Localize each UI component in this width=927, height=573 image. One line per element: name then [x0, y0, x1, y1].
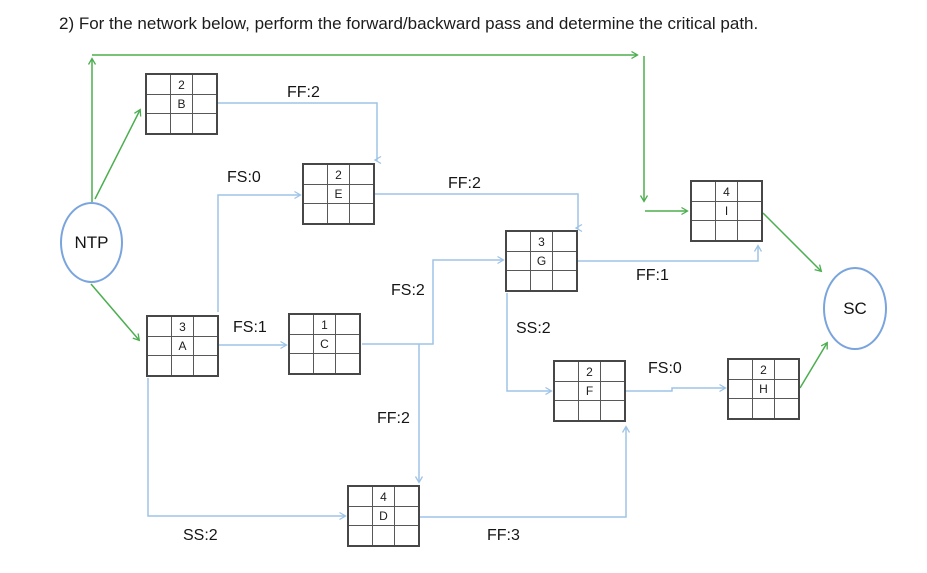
- node-letter: E: [334, 186, 343, 201]
- node-letter: D: [379, 508, 388, 523]
- connector-e-g: [375, 193, 583, 233]
- node-letter: I: [724, 203, 729, 218]
- edge-label-c-g: FS:2: [391, 282, 425, 299]
- edge-label-f-h: FS:0: [648, 360, 682, 377]
- edge-label-c-d: FF:2: [377, 410, 410, 427]
- activity-node-d: 4 D: [347, 485, 420, 547]
- activity-node-c: 1 C: [288, 313, 361, 375]
- node-duration: 3: [538, 234, 545, 249]
- connector-g-f: [506, 293, 553, 396]
- node-duration: 1: [321, 317, 328, 332]
- arrow-i-sc: [762, 212, 823, 273]
- edge-label-g-f: SS:2: [516, 320, 551, 337]
- arrow-ntp-a: [90, 283, 141, 342]
- start-node-label: NTP: [74, 232, 109, 252]
- node-duration: 2: [335, 167, 342, 182]
- activity-node-a: 3 A: [146, 315, 219, 377]
- activity-node-i: 4 I: [690, 180, 763, 242]
- connector-b-e: [218, 102, 382, 165]
- node-letter: F: [585, 383, 594, 398]
- node-duration: 4: [380, 489, 387, 504]
- edge-label-e-g: FF:2: [448, 175, 481, 192]
- node-letter: H: [759, 381, 768, 396]
- connector-g-i: [578, 244, 763, 262]
- node-duration: 2: [586, 364, 593, 379]
- edge-label-a-d: SS:2: [183, 527, 218, 544]
- edge-label-b-e: FF:2: [287, 84, 320, 101]
- start-node-ntp: NTP: [60, 202, 123, 283]
- activity-node-h: 2 H: [727, 358, 800, 420]
- activity-node-e: 2 E: [302, 163, 375, 225]
- activity-node-g: 3 G: [505, 230, 578, 292]
- node-duration: 2: [178, 77, 185, 92]
- activity-node-f: 2 F: [553, 360, 626, 422]
- edge-label-a-c: FS:1: [233, 319, 267, 336]
- page-title: 2) For the network below, perform the fo…: [59, 14, 759, 33]
- node-letter: B: [177, 96, 186, 111]
- connector-d-f: [420, 425, 631, 518]
- connector-c-g: [362, 255, 505, 345]
- edge-label-d-f: FF:3: [487, 527, 520, 544]
- node-letter: C: [320, 336, 329, 351]
- edge-label-a-e: FS:0: [227, 169, 261, 186]
- connector-a-d: [147, 378, 347, 521]
- arrow-h-sc: [799, 341, 828, 389]
- node-letter: G: [536, 253, 547, 268]
- node-duration: 4: [723, 184, 730, 199]
- connector-a-e: [217, 190, 302, 312]
- node-duration: 3: [179, 319, 186, 334]
- activity-node-b: 2 B: [145, 73, 218, 135]
- end-node-sc: SC: [823, 267, 887, 350]
- node-duration: 2: [760, 362, 767, 377]
- node-letter: A: [178, 338, 187, 353]
- arrow-ntp-b: [94, 108, 142, 200]
- edge-label-g-i: FF:1: [636, 267, 669, 284]
- end-node-label: SC: [843, 298, 867, 318]
- connector-f-h: [625, 383, 727, 393]
